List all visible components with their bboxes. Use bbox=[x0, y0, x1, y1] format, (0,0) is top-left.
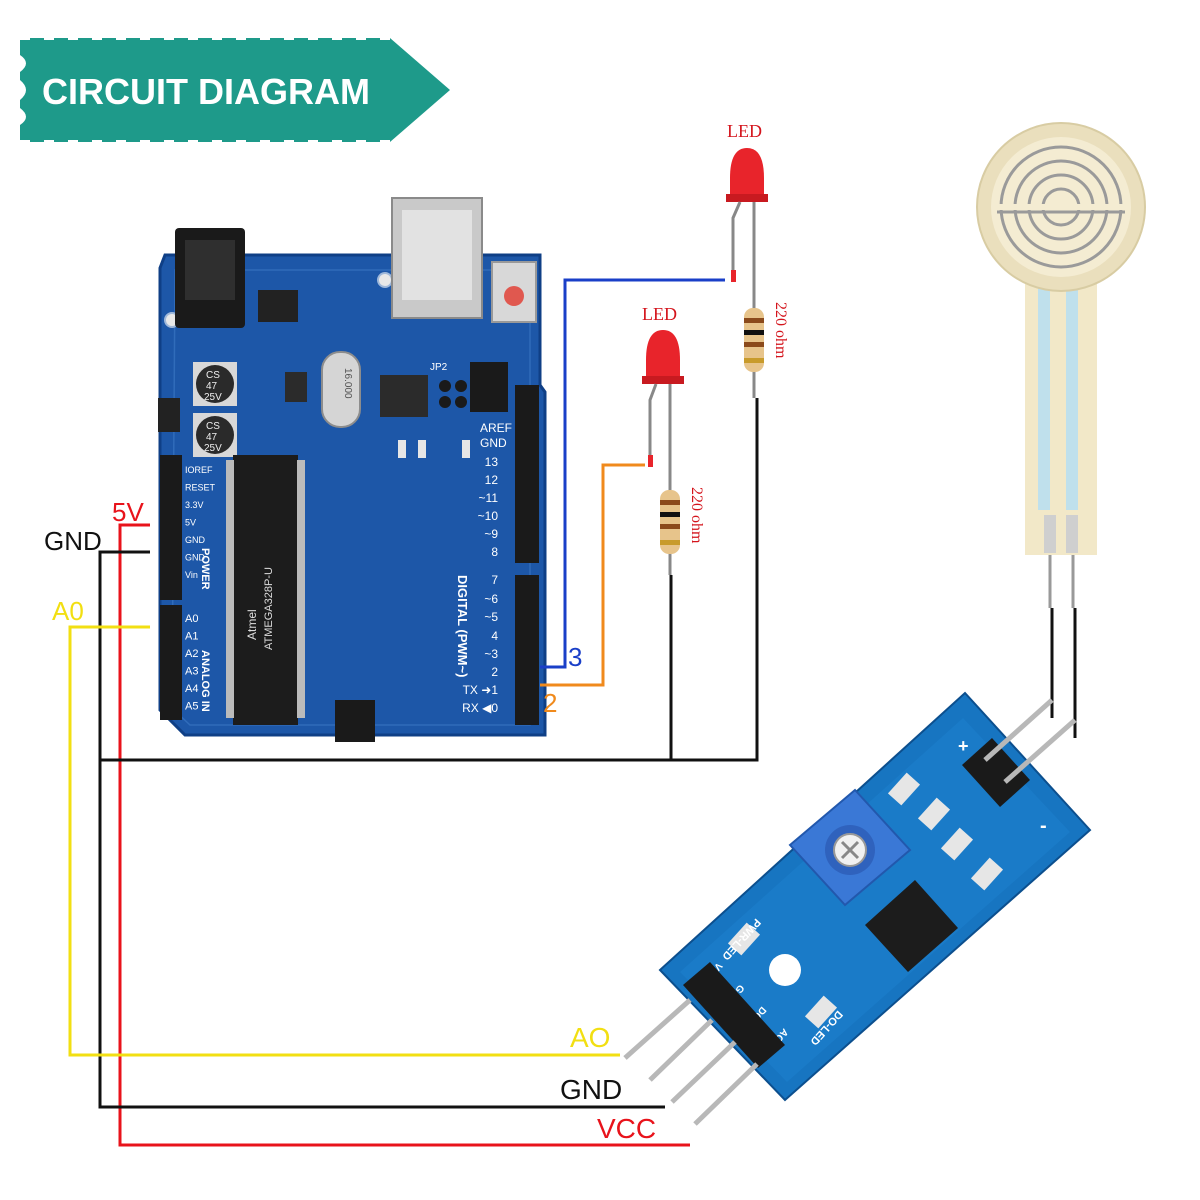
resistor-1-label: 220 ohm bbox=[772, 302, 789, 359]
comparator-chip bbox=[865, 880, 958, 972]
digital-pin-label: ~9 bbox=[484, 527, 498, 541]
crystal: 16.000 bbox=[321, 351, 361, 428]
digital-pin-label: ~5 bbox=[484, 610, 498, 624]
plus-label: + bbox=[958, 736, 969, 756]
wire-led-ground bbox=[100, 398, 759, 762]
digital-pin-label: ~10 bbox=[478, 509, 499, 523]
wire-pin3 bbox=[540, 278, 725, 669]
power-label: POWER bbox=[199, 548, 211, 590]
digital-pin-label: 12 bbox=[485, 473, 499, 487]
svg-text:ATMEGA328P-U: ATMEGA328P-U bbox=[263, 567, 275, 650]
resistor-1 bbox=[744, 308, 764, 372]
led-2: LED 220 ohm bbox=[642, 304, 705, 575]
wire-pin2 bbox=[540, 463, 645, 687]
atmega-chip: Atmel ATMEGA328P-U bbox=[226, 455, 305, 725]
svg-text:25V: 25V bbox=[204, 392, 222, 403]
power-pin-label: IOREF bbox=[185, 465, 213, 475]
title-banner: CIRCUIT DIAGRAM bbox=[20, 36, 450, 144]
digital-pin-label: 2 bbox=[491, 665, 498, 679]
power-pin-labels: IOREF RESET 3.3V 5V GND GND Vin bbox=[185, 465, 216, 580]
power-pin-label: GND bbox=[185, 535, 206, 545]
power-pin-label: 5V bbox=[185, 518, 196, 528]
digital-pin-label: ~3 bbox=[484, 647, 498, 661]
digital-pin-label: RX ◀0 bbox=[462, 701, 498, 715]
output-header bbox=[683, 962, 785, 1068]
analog-pin-label: A5 bbox=[185, 701, 198, 713]
led-1-label: LED bbox=[727, 121, 762, 141]
header-power bbox=[160, 455, 182, 600]
aref-label: AREF bbox=[480, 421, 512, 435]
jp2-label: JP2 bbox=[430, 362, 448, 373]
banner-shape bbox=[20, 38, 450, 142]
capacitor-1: CS 47 25V bbox=[193, 362, 237, 406]
digital-pin-label: ~6 bbox=[484, 592, 498, 606]
power-pin-label: GND bbox=[185, 553, 206, 563]
wire-gnd bbox=[98, 550, 665, 1109]
wires bbox=[68, 278, 1077, 1147]
power-pin-label: RESET bbox=[185, 483, 216, 493]
digital-pin-label: TX ➜1 bbox=[463, 683, 499, 697]
digital-pin-label: 8 bbox=[491, 545, 498, 559]
digital-pin-label: 7 bbox=[491, 573, 498, 587]
svg-text:Atmel: Atmel bbox=[245, 609, 259, 640]
voltage-regulator bbox=[258, 290, 298, 322]
wire-a0 bbox=[68, 625, 620, 1057]
led-2-label: LED bbox=[642, 304, 677, 324]
svg-text:47: 47 bbox=[206, 432, 218, 443]
analog-pin-label: A2 bbox=[185, 648, 198, 660]
arduino-board: CS 47 25V CS 47 25V 16.000 JP2 bbox=[158, 197, 547, 742]
icsp-header-bottom bbox=[335, 700, 375, 742]
digital-pin-labels: 13 12 ~11 ~10 ~9 8 7 ~6 ~5 4 ~3 2 TX ➜1 RX ◀0 bbox=[462, 455, 498, 715]
label-a0: A0 bbox=[52, 596, 84, 626]
module-hole bbox=[769, 954, 801, 986]
minus-label: - bbox=[1040, 815, 1047, 837]
capacitor-2: CS 47 25V bbox=[193, 413, 237, 457]
analog-pin-label: A1 bbox=[185, 631, 198, 643]
label-ao: AO bbox=[570, 1022, 610, 1053]
label-gnd-left: GND bbox=[44, 526, 102, 556]
usb-chip bbox=[380, 375, 428, 417]
label-5v: 5V bbox=[112, 497, 144, 527]
header-digital-bottom bbox=[515, 575, 539, 725]
gnd-top-label: GND bbox=[480, 436, 507, 450]
potentiometer bbox=[788, 788, 912, 907]
label-gnd-bottom: GND bbox=[560, 1074, 622, 1105]
svg-text:CS: CS bbox=[206, 421, 220, 432]
resistor-2-label: 220 ohm bbox=[688, 487, 705, 544]
analog-label: ANALOG IN bbox=[199, 650, 211, 712]
sensor-module: PWR-LED DO-LED + - VCCGNDDOAO bbox=[623, 691, 1092, 1126]
header-analog bbox=[160, 605, 182, 720]
wire-5v bbox=[118, 523, 690, 1147]
digital-pin-label: ~11 bbox=[479, 491, 499, 505]
force-sensor bbox=[976, 122, 1146, 608]
svg-text:16.000: 16.000 bbox=[342, 368, 353, 399]
svg-text:CS: CS bbox=[206, 370, 220, 381]
analog-pin-label: A3 bbox=[185, 666, 198, 678]
analog-pin-label: A4 bbox=[185, 683, 198, 695]
label-pin3: 3 bbox=[568, 642, 582, 672]
analog-pin-label: A0 bbox=[185, 613, 198, 625]
label-vcc: VCC bbox=[597, 1113, 656, 1144]
led-1: LED 220 ohm bbox=[726, 121, 789, 398]
banner-title: CIRCUIT DIAGRAM bbox=[42, 71, 370, 112]
label-pin2: 2 bbox=[543, 688, 557, 718]
icsp-header-top bbox=[470, 362, 508, 412]
digital-label: DIGITAL (PWM~) bbox=[455, 575, 470, 677]
header-digital-top bbox=[515, 385, 539, 563]
power-pin-label: 3.3V bbox=[185, 500, 204, 510]
svg-text:25V: 25V bbox=[204, 443, 222, 454]
sensor-header bbox=[962, 738, 1030, 807]
mount-hole bbox=[377, 272, 393, 288]
digital-pin-label: 13 bbox=[485, 455, 499, 469]
digital-pin-label: 4 bbox=[491, 629, 498, 643]
power-pin-label: Vin bbox=[185, 570, 198, 580]
resistor-2 bbox=[660, 490, 680, 554]
svg-text:47: 47 bbox=[206, 381, 218, 392]
